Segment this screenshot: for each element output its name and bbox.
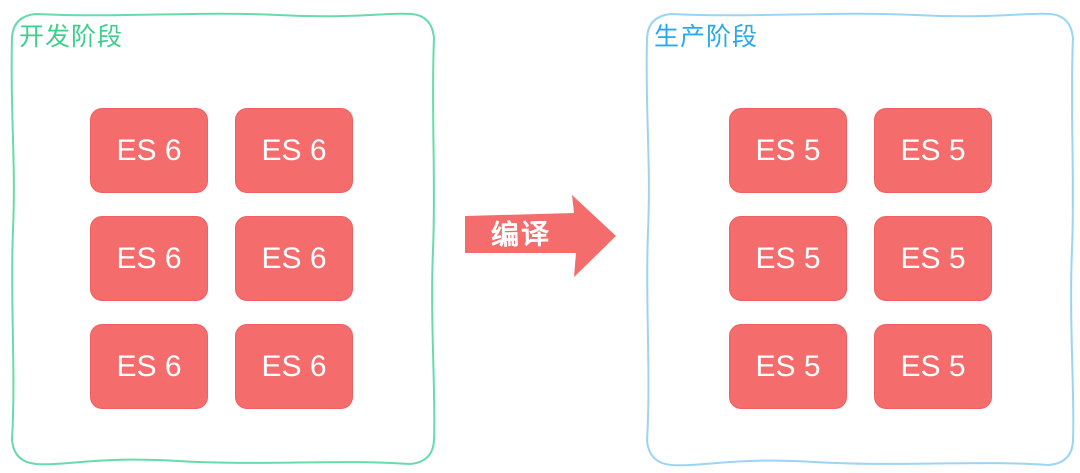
compile-arrow-icon [465, 195, 616, 277]
es5-box: ES 5 [729, 324, 847, 409]
es5-box: ES 5 [729, 108, 847, 193]
es6-box: ES 6 [90, 216, 208, 301]
compile-arrow-label: 编译 [490, 218, 552, 251]
es5-box: ES 5 [729, 216, 847, 301]
es6-box: ES 6 [235, 216, 353, 301]
dev-phase-panel: 开发阶段 ES 6 ES 6 ES 6 ES 6 ES 6 ES 6 [8, 10, 438, 468]
dev-phase-title: 开发阶段 [19, 23, 124, 51]
es6-box: ES 6 [90, 108, 208, 193]
prod-phase-title: 生产阶段 [654, 23, 759, 51]
dev-box-grid: ES 6 ES 6 ES 6 ES 6 ES 6 ES 6 [90, 108, 353, 409]
prod-panel-outline [645, 12, 1075, 467]
prod-box-grid: ES 5 ES 5 ES 5 ES 5 ES 5 ES 5 [729, 108, 992, 409]
es5-box: ES 5 [874, 216, 992, 301]
es5-box: ES 5 [874, 324, 992, 409]
es6-box: ES 6 [90, 324, 208, 409]
es6-box: ES 6 [235, 324, 353, 409]
prod-phase-panel: 生产阶段 ES 5 ES 5 ES 5 ES 5 ES 5 ES 5 [643, 10, 1077, 469]
es5-box: ES 5 [874, 108, 992, 193]
dev-panel-outline [10, 12, 436, 466]
es6-box: ES 6 [235, 108, 353, 193]
